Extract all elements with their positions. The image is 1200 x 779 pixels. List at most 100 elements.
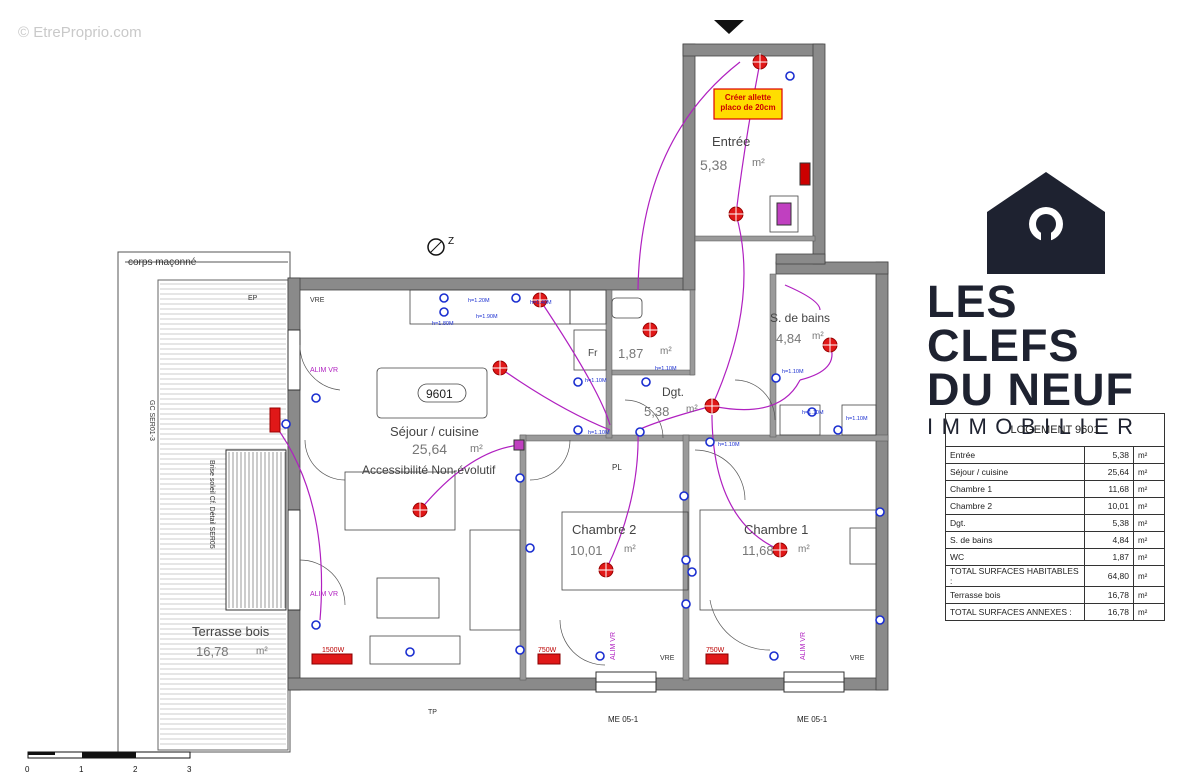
table-cell-value: 4,84 (1084, 531, 1134, 549)
outlet-icon (525, 543, 535, 553)
exterior-light-icon (269, 407, 281, 433)
electrical-outlets (281, 71, 885, 661)
height-note-5: h=1.10M (585, 378, 607, 384)
table-cell-unit: m² (1133, 514, 1165, 532)
table-title: LOGEMENT 9601 (945, 413, 1165, 447)
lighting-point-icon (491, 359, 509, 377)
room-name-sejour: Séjour / cuisine (390, 424, 479, 439)
table-cell-label: Chambre 1 (945, 480, 1085, 498)
radiators: 1500W 750W 750W VRE VRE VRE ALIM VR ALIM… (310, 297, 865, 665)
height-annotations: h=1.20M h=1.90M h=1.80M h=1.40M h=1.10M … (432, 298, 868, 472)
table-cell-label: Séjour / cuisine (945, 463, 1085, 481)
logo-line-1: LES CLEFS (927, 276, 1080, 371)
unit-wc: m² (660, 346, 672, 357)
partitions (519, 235, 889, 681)
table-cell-label: Terrasse bois (945, 586, 1085, 604)
outlet-icon (281, 419, 291, 429)
height-note-4: h=1.40M (530, 300, 552, 306)
outlet-icon (681, 555, 691, 565)
table-cell-unit: m² (1133, 531, 1165, 549)
tp-label: TP (428, 709, 437, 716)
room-name-terrasse: Terrasse bois (192, 624, 270, 639)
outlet-icon (439, 293, 449, 303)
outlet-icon (681, 599, 691, 609)
height-note-3: h=1.80M (432, 321, 454, 327)
lighting-point-icon (531, 291, 549, 309)
furniture (344, 195, 877, 665)
table-cell-unit: m² (1133, 463, 1165, 481)
brise-soleil (228, 452, 286, 608)
terrace: corps maçonné GC SER01-3 Brise soleil Cf… (117, 251, 437, 753)
alim-vr-label-2: ALIM VR (310, 591, 338, 598)
room-name-ch2: Chambre 2 (572, 522, 636, 537)
lighting-points (269, 53, 839, 579)
unit-entree: m² (752, 157, 765, 169)
table-cell-label: TOTAL SURFACES HABITABLES : (945, 565, 1085, 587)
house-keyhole-icon (987, 172, 1105, 274)
panel-icon (776, 202, 792, 226)
outlet-icon (439, 307, 449, 317)
radiator-label-1: 1500W (322, 647, 345, 654)
room-name-fr: Fr (588, 348, 598, 359)
table-cell-value: 1,87 (1084, 548, 1134, 566)
lighting-point-icon (771, 541, 789, 559)
svg-text:Z: Z (448, 236, 454, 247)
lighting-point-icon (821, 336, 839, 354)
outlet-icon (769, 651, 779, 661)
room-area-terrasse: 16,78 (196, 644, 229, 659)
room-area-entree: 5,38 (700, 157, 727, 173)
scale-bar: 0 1 2 3 (25, 751, 192, 774)
unit-sejour: m² (470, 443, 483, 455)
outlet-icon (405, 647, 415, 657)
room-extra-sejour: Accessibilité Non-évolutif (362, 463, 496, 477)
table-cell-label: S. de bains (945, 531, 1085, 549)
height-note-7: h=1.10M (655, 366, 677, 372)
outlet-icon (573, 377, 583, 387)
heater-icon (799, 162, 811, 186)
outlet-icon (679, 491, 689, 501)
outlet-icon (785, 71, 795, 81)
outlet-icon (595, 651, 605, 661)
height-note-2: h=1.90M (476, 314, 498, 320)
lighting-point-icon (751, 53, 769, 71)
table-cell-unit: m² (1133, 586, 1165, 604)
outlet-icon (833, 425, 843, 435)
outlet-icon (511, 293, 521, 303)
vre-label-3: VRE (850, 655, 865, 662)
unit-terrasse: m² (256, 646, 268, 657)
table-cell-unit: m² (1133, 603, 1165, 621)
windows: ME 05-1 ME 05-1 (287, 329, 845, 724)
height-note-8: h=1.10M (718, 442, 740, 448)
height-note-10: h=1.10M (802, 410, 824, 416)
table-cell-value: 25,64 (1084, 463, 1134, 481)
height-note-6: h=1.10M (588, 430, 610, 436)
table-cell-unit: m² (1133, 480, 1165, 498)
ep-label: EP (248, 295, 258, 302)
outlet-icon (573, 425, 583, 435)
room-name-dgt: Dgt. (662, 385, 684, 399)
room-name-sdb: S. de bains (770, 311, 830, 325)
outlet-icon (771, 373, 781, 383)
height-note-11: h=1.10M (846, 416, 868, 422)
outlet-icon (311, 620, 321, 630)
window-ref-2: ME 05-1 (797, 715, 828, 724)
table-cell-label: WC (945, 548, 1085, 566)
scale-label-0: 0 (25, 765, 30, 774)
table-cell-unit: m² (1133, 446, 1165, 464)
table-cell-value: 10,01 (1084, 497, 1134, 515)
table-cell-unit: m² (1133, 497, 1165, 515)
apartment-id: 9601 (426, 387, 453, 401)
outlet-icon (687, 567, 697, 577)
radiator-label-2: 750W (538, 647, 557, 654)
terrace-side-text: Brise soleil Cf. Détail SER05 (208, 460, 215, 549)
scale-label-3: 3 (187, 765, 192, 774)
note-box: Créer allette placo de 20cm (713, 88, 783, 120)
outlet-icon (311, 393, 321, 403)
room-area-dgt: 5,38 (644, 404, 669, 419)
table-cell-unit: m² (1133, 548, 1165, 566)
